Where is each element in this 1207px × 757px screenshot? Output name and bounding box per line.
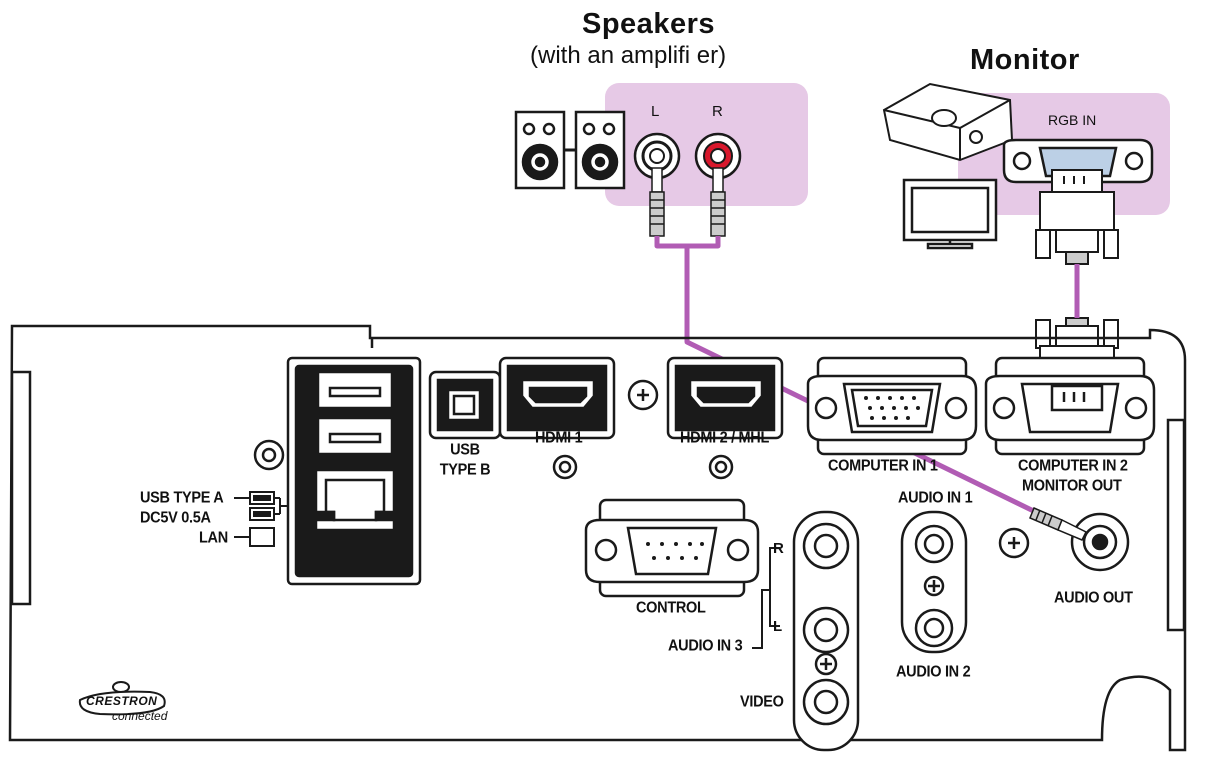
screw-middle bbox=[627, 379, 659, 411]
usb-type-a-label: USB TYPE A bbox=[140, 489, 224, 507]
usb-lan-block bbox=[286, 356, 422, 586]
audio-out-jack bbox=[1070, 512, 1130, 572]
computer-in2-label-line1: COMPUTER IN 2 bbox=[1018, 457, 1128, 475]
audio-in3-l-label: L bbox=[773, 618, 783, 635]
computer-in2-label-line2: MONITOR OUT bbox=[1022, 477, 1122, 495]
rca-left-jack bbox=[633, 132, 681, 180]
hdmi-screws bbox=[552, 454, 734, 480]
speaker-left-label: L bbox=[651, 103, 660, 120]
hdmi2-label: HDMI 2 / MHL bbox=[680, 429, 770, 447]
projector-icon bbox=[882, 82, 1014, 162]
speakers-title: Speakers bbox=[582, 8, 715, 40]
control-port bbox=[584, 498, 760, 598]
usb-type-b-port bbox=[428, 370, 502, 440]
rgb-in-label: RGB IN bbox=[1048, 112, 1097, 128]
lan-label: LAN bbox=[199, 529, 228, 547]
audio-out-plug bbox=[1029, 507, 1088, 541]
audio-in1-label: AUDIO IN 1 bbox=[898, 489, 973, 507]
dc5v-label: DC5V 0.5A bbox=[140, 509, 211, 527]
speakers-subtitle: (with an amplifi er) bbox=[530, 42, 727, 69]
crestron-brand-line1: CRESTRON bbox=[86, 694, 158, 708]
audio-in1-in2-panel bbox=[900, 510, 968, 654]
crestron-logo-mark bbox=[78, 681, 166, 716]
audio-in3-r-label: R bbox=[773, 540, 784, 557]
audio-in3-bracket bbox=[752, 547, 780, 649]
hdmi2-port bbox=[666, 356, 784, 440]
hdmi1-port bbox=[498, 356, 616, 440]
computer-in1-port bbox=[806, 356, 978, 456]
crestron-brand-line2: connected bbox=[112, 709, 168, 723]
computer-in2-port bbox=[984, 356, 1156, 456]
speaker-right-label: R bbox=[712, 103, 723, 120]
projector-panel bbox=[8, 324, 1187, 752]
control-label: CONTROL bbox=[636, 599, 706, 617]
monitor-icon bbox=[902, 178, 998, 250]
speakers-icon bbox=[514, 110, 626, 190]
usb-type-b-label-line2: TYPE B bbox=[439, 461, 491, 479]
computer-in1-label: COMPUTER IN 1 bbox=[828, 457, 938, 475]
screw-right bbox=[998, 527, 1030, 559]
audio-in3-label: AUDIO IN 3 bbox=[668, 637, 743, 655]
rca-right-jack bbox=[694, 132, 742, 180]
rca-plugs-icon bbox=[649, 167, 726, 237]
usb-a-legend-icon bbox=[234, 491, 288, 547]
audio-in2-label: AUDIO IN 2 bbox=[896, 663, 971, 681]
screw-left bbox=[253, 439, 285, 471]
audio-cable bbox=[654, 236, 1054, 523]
video-label: VIDEO bbox=[740, 693, 784, 711]
hdmi1-label: HDMI 1 bbox=[535, 429, 583, 447]
control-pins bbox=[646, 542, 704, 560]
audio-in3-video-panel bbox=[792, 510, 860, 752]
monitor-title: Monitor bbox=[970, 44, 1080, 76]
audio-out-label: AUDIO OUT bbox=[1054, 589, 1133, 607]
usb-type-b-label-line1: USB bbox=[450, 441, 480, 459]
vga-plug-top bbox=[1035, 169, 1119, 265]
computer-in1-pins bbox=[864, 396, 920, 420]
